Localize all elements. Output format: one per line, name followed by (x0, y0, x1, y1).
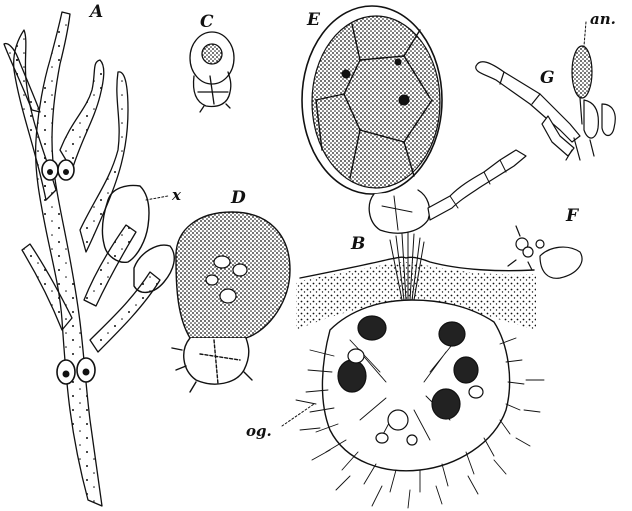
label-panel-e: E (307, 10, 320, 30)
panel-c-cell (189, 31, 235, 113)
panel-f-spore (507, 225, 583, 279)
annotation-x: x (172, 186, 181, 204)
panel-a-thallus (3, 11, 175, 507)
label-panel-d: D (231, 188, 246, 208)
label-panel-a: A (90, 2, 104, 22)
annotation-og: og. (246, 422, 272, 440)
label-panel-f: F (566, 206, 579, 226)
annotation-an: an. (590, 10, 616, 28)
panel-e-oogonium (301, 5, 527, 234)
panel-d-oogonium (171, 211, 291, 393)
label-panel-g: G (540, 68, 555, 88)
label-panel-b: B (351, 234, 366, 254)
label-panel-c: C (200, 12, 214, 32)
panel-g-antheridium (475, 21, 616, 161)
panel-b-conceptacle (281, 231, 545, 509)
